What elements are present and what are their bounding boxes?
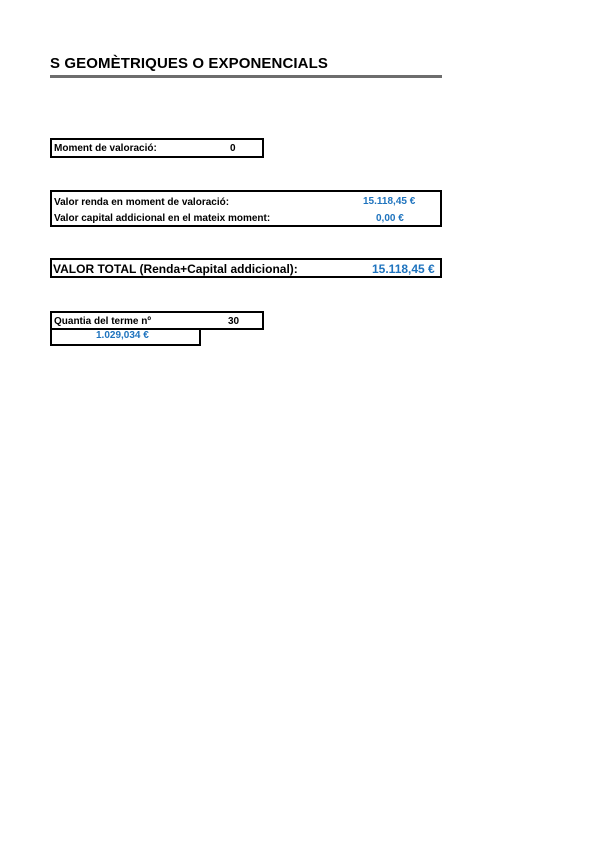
quantia-term[interactable]: 30 (228, 316, 240, 327)
renda-label: Valor renda en moment de valoració: (54, 197, 230, 208)
moment-label: Moment de valoració: (54, 143, 157, 154)
total-box: VALOR TOTAL (Renda+Capital addicional): … (50, 258, 442, 278)
renda-value: 15.118,45 € (363, 196, 416, 207)
quantia-result-box: 1.029,034 € (50, 328, 201, 346)
total-value: 15.118,45 € (372, 262, 435, 276)
capital-value: 0,00 € (376, 213, 404, 224)
page-title: S GEOMÈTRIQUES O EXPONENCIALS (50, 55, 328, 72)
quantia-box: Quantia del terme nº 30 (50, 311, 264, 330)
quantia-value: 1.029,034 € (96, 330, 149, 341)
title-underline (50, 75, 442, 78)
total-label: VALOR TOTAL (Renda+Capital addicional): (53, 262, 298, 276)
capital-label: Valor capital addicional en el mateix mo… (54, 213, 271, 224)
moment-value[interactable]: 0 (230, 143, 236, 154)
valors-box: Valor renda en moment de valoració: 15.1… (50, 190, 442, 227)
quantia-label: Quantia del terme nº (54, 316, 152, 327)
moment-box: Moment de valoració: 0 (50, 138, 264, 158)
